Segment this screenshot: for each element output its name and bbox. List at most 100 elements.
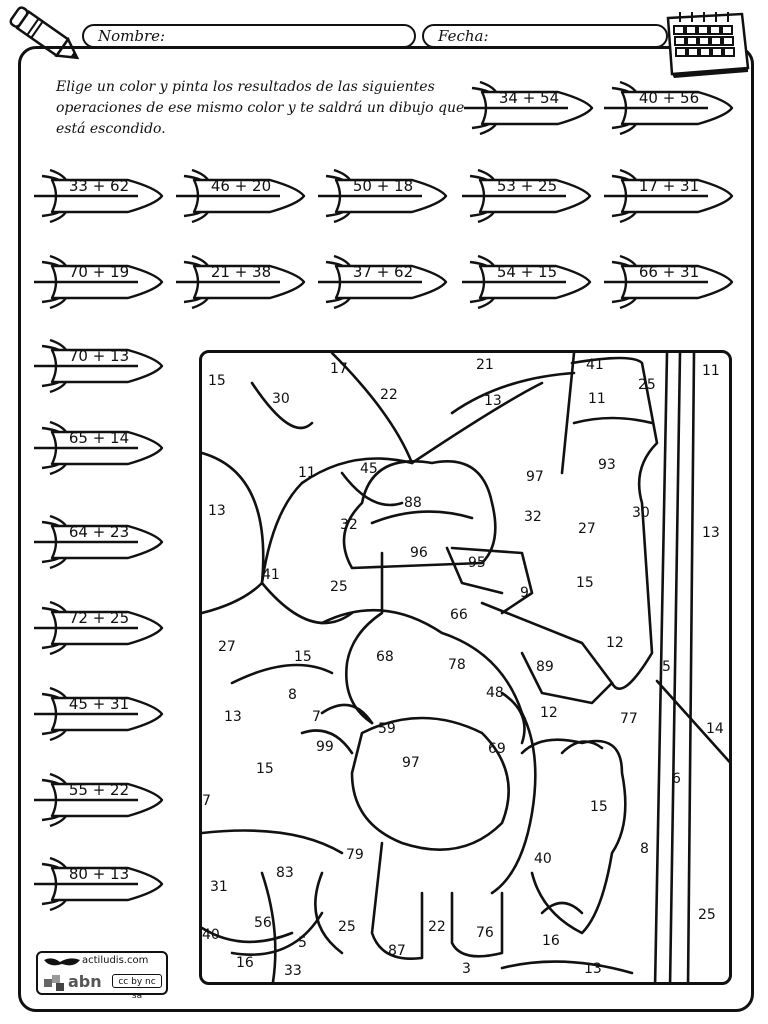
- rocket-operation: 80 + 13: [32, 856, 164, 912]
- picture-number[interactable]: 76: [476, 925, 494, 941]
- picture-number[interactable]: 16: [542, 933, 560, 949]
- date-field[interactable]: Fecha:: [422, 24, 668, 48]
- site-name: actiludis.com: [82, 955, 149, 966]
- picture-number[interactable]: 15: [256, 761, 274, 777]
- picture-number[interactable]: 41: [262, 567, 280, 583]
- picture-number[interactable]: 69: [488, 741, 506, 757]
- picture-number[interactable]: 8: [288, 687, 297, 703]
- picture-number[interactable]: 88: [404, 495, 422, 511]
- operation-text: 21 + 38: [210, 263, 272, 281]
- picture-number[interactable]: 68: [376, 649, 394, 665]
- picture-number[interactable]: 14: [706, 721, 724, 737]
- picture-number[interactable]: 15: [590, 799, 608, 815]
- picture-number[interactable]: 59: [378, 721, 396, 737]
- picture-number[interactable]: 13: [702, 525, 720, 541]
- rocket-operation: 40 + 56: [602, 80, 734, 136]
- instructions-text: Elige un color y pinta los resultados de…: [56, 79, 465, 137]
- picture-number[interactable]: 5: [298, 935, 307, 951]
- picture-number[interactable]: 6: [672, 771, 681, 787]
- picture-number[interactable]: 78: [448, 657, 466, 673]
- picture-number[interactable]: 25: [638, 377, 656, 393]
- picture-number[interactable]: 77: [620, 711, 638, 727]
- license-badge: cc by nc sa: [112, 974, 162, 1001]
- rocket-operation: 54 + 15: [460, 254, 592, 310]
- picture-number[interactable]: 32: [524, 509, 542, 525]
- picture-number[interactable]: 33: [284, 963, 302, 979]
- picture-number[interactable]: 15: [294, 649, 312, 665]
- picture-number[interactable]: 66: [450, 607, 468, 623]
- picture-number[interactable]: 48: [486, 685, 504, 701]
- picture-number[interactable]: 25: [338, 919, 356, 935]
- picture-number[interactable]: 8: [640, 841, 649, 857]
- picture-number[interactable]: 40: [534, 851, 552, 867]
- picture-number[interactable]: 96: [410, 545, 428, 561]
- abn-brand: abn: [68, 972, 102, 991]
- glasses-icon: [44, 958, 80, 966]
- picture-number[interactable]: 15: [208, 373, 226, 389]
- operation-text: 33 + 62: [68, 177, 130, 195]
- picture-number[interactable]: 99: [316, 739, 334, 755]
- operation-text: 55 + 22: [68, 781, 130, 799]
- picture-number[interactable]: 32: [340, 517, 358, 533]
- picture-number[interactable]: 22: [428, 919, 446, 935]
- picture-number[interactable]: 79: [346, 847, 364, 863]
- picture-number[interactable]: 31: [210, 879, 228, 895]
- picture-number[interactable]: 41: [586, 357, 604, 373]
- operation-text: 45 + 31: [68, 695, 130, 713]
- operation-text: 37 + 62: [352, 263, 414, 281]
- picture-number[interactable]: 21: [476, 357, 494, 373]
- picture-number[interactable]: 45: [360, 461, 378, 477]
- picture-number[interactable]: 13: [208, 503, 226, 519]
- picture-number[interactable]: 11: [298, 465, 316, 481]
- picture-number[interactable]: 12: [606, 635, 624, 651]
- name-field[interactable]: Nombre:: [82, 24, 416, 48]
- picture-number[interactable]: 83: [276, 865, 294, 881]
- picture-number[interactable]: 5: [662, 659, 671, 675]
- picture-number[interactable]: 7: [312, 709, 321, 725]
- picture-number[interactable]: 25: [698, 907, 716, 923]
- picture-number[interactable]: 16: [236, 955, 254, 971]
- picture-number[interactable]: 13: [584, 961, 602, 977]
- picture-number[interactable]: 56: [254, 915, 272, 931]
- picture-number[interactable]: 87: [388, 943, 406, 959]
- picture-number[interactable]: 89: [536, 659, 554, 675]
- picture-number[interactable]: 7: [202, 793, 211, 809]
- rocket-operation: 45 + 31: [32, 686, 164, 742]
- picture-number[interactable]: 22: [380, 387, 398, 403]
- picture-number[interactable]: 25: [330, 579, 348, 595]
- picture-number[interactable]: 30: [632, 505, 650, 521]
- picture-number[interactable]: 12: [540, 705, 558, 721]
- rocket-icon: [176, 254, 306, 310]
- picture-number[interactable]: 13: [484, 393, 502, 409]
- picture-number[interactable]: 40: [202, 927, 220, 943]
- picture-number[interactable]: 11: [702, 363, 720, 379]
- rocket-operation: 55 + 22: [32, 772, 164, 828]
- picture-number[interactable]: 97: [526, 469, 544, 485]
- rocket-icon: [604, 254, 734, 310]
- picture-number[interactable]: 15: [576, 575, 594, 591]
- rocket-operation: 17 + 31: [602, 168, 734, 224]
- rocket-icon: [176, 168, 306, 224]
- rocket-icon: [464, 80, 594, 136]
- picture-number[interactable]: 11: [588, 391, 606, 407]
- picture-number[interactable]: 27: [578, 521, 596, 537]
- rocket-operation: 70 + 13: [32, 338, 164, 394]
- operation-text: 53 + 25: [496, 177, 558, 195]
- picture-number[interactable]: 97: [402, 755, 420, 771]
- picture-number[interactable]: 95: [468, 555, 486, 571]
- picture-number[interactable]: 17: [330, 361, 348, 377]
- rocket-icon: [462, 168, 592, 224]
- picture-number[interactable]: 93: [598, 457, 616, 473]
- picture-number[interactable]: 9: [520, 585, 529, 601]
- name-label: Nombre:: [98, 27, 166, 45]
- operation-text: 70 + 19: [68, 263, 130, 281]
- rocket-icon: [34, 686, 164, 742]
- rocket-operation: 46 + 20: [174, 168, 306, 224]
- picture-number[interactable]: 13: [224, 709, 242, 725]
- picture-number[interactable]: 27: [218, 639, 236, 655]
- picture-number[interactable]: 30: [272, 391, 290, 407]
- actiludis-logo: actiludis.com abn cc by nc sa: [36, 951, 168, 1001]
- picture-number[interactable]: 3: [462, 961, 471, 977]
- rocket-icon: [34, 514, 164, 570]
